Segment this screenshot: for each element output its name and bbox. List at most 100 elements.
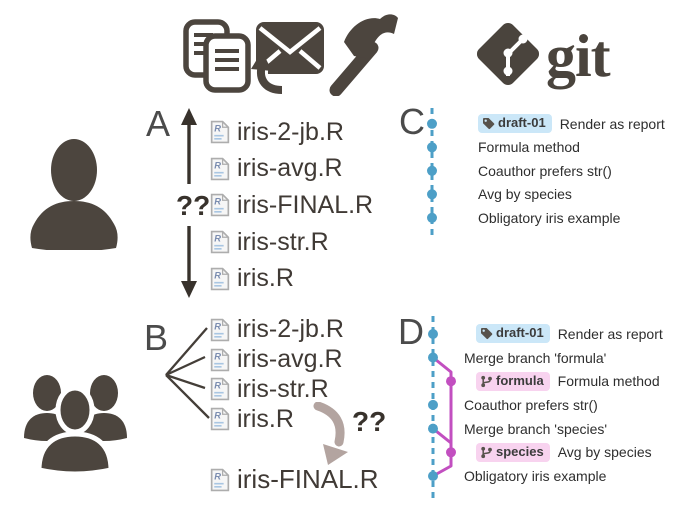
commit-row: draft-01 Render as report [478,112,665,136]
file-item: R iris.R [210,404,344,434]
git-wordmark: git [546,23,611,89]
svg-text:R: R [214,123,221,134]
question-marks-a: ?? [176,190,211,221]
commit-row: draft-01 Render as report [464,322,663,346]
commit-row: Coauthor prefers str() [478,159,665,183]
commit-row: Obligatory iris example [464,464,663,488]
svg-text:R: R [214,159,221,170]
commit-message: Formula method [478,139,580,156]
mail-reply-icon [251,22,324,94]
commit-message: Merge branch 'species' [464,420,608,437]
commit-dot [428,423,438,434]
commit-row: Avg by species [478,183,665,207]
tag-badge: draft-01 [478,114,552,134]
r-script-icon: R [210,194,230,217]
file-item: R iris-str.R [210,224,373,261]
r-script-icon: R [210,408,230,431]
commit-message: Render as report [559,115,665,132]
svg-text:R: R [214,196,221,207]
branch-icon [481,446,492,458]
copy-documents-icon [183,19,251,93]
commit-graph-c [427,108,437,236]
commit-dot [428,329,438,339]
file-name: iris-2-jb.R [237,117,344,146]
commit-message: Coauthor prefers str() [478,162,612,179]
r-script-icon: R [210,348,230,371]
commit-row: species Avg by species [464,440,663,464]
commit-dot [427,165,437,176]
branch-icon [481,375,492,387]
commit-dot [427,189,437,200]
git-logo [474,20,542,93]
final-arrow-icon [313,402,348,465]
commit-row: Merge branch 'species' [464,417,663,441]
tag-label: draft-01 [498,115,546,131]
file-item: R iris-FINAL.R [210,187,373,224]
file-name: iris-avg.R [237,345,343,374]
panel-a-label: A [146,103,171,144]
file-item: R iris-str.R [210,375,344,405]
final-file-item: R iris-FINAL.R [210,464,379,495]
svg-text:R: R [214,410,221,421]
svg-text:R: R [214,470,221,481]
r-script-icon: R [210,468,230,491]
commit-dot [428,471,438,481]
tag-label: draft-01 [496,325,544,341]
r-script-icon: R [210,230,230,254]
hammer-icon [329,14,398,96]
file-name: iris-FINAL.R [237,464,379,494]
team-icon [24,375,127,476]
commit-list-d: draft-01 Render as report Merge branch '… [464,322,663,488]
svg-text:R: R [214,380,221,391]
svg-text:R: R [214,350,221,361]
commit-dot [428,352,438,363]
svg-text:R: R [214,233,221,244]
file-name: iris.R [237,264,294,293]
file-item: R iris.R [210,260,373,297]
file-name: iris-2-jb.R [237,315,344,344]
branch-commit-dot [446,447,456,458]
commit-message: Avg by species [478,186,572,203]
file-item: R iris-avg.R [210,151,373,188]
commit-dot [427,212,437,223]
r-script-icon: R [210,378,230,401]
file-name: iris-str.R [237,227,329,256]
tag-icon [481,328,493,340]
branch-label: species [496,443,544,459]
commit-message: Coauthor prefers str() [464,396,598,413]
panel-d-label: D [398,311,424,352]
commit-message: Obligatory iris example [464,467,607,484]
branch-badge-species: species [476,442,550,462]
commit-row: Merge branch 'formula' [464,346,663,370]
updown-arrow-icon [181,108,197,298]
file-name: iris-str.R [237,374,329,403]
fork-lines-icon [165,327,210,419]
svg-text:R: R [214,320,221,331]
panel-c-label: C [399,101,425,142]
file-list-a: R iris-2-jb.R R iris-avg.R R iris-FINAL.… [210,114,373,297]
file-item: R iris-2-jb.R [210,315,344,345]
branch-commit-dot [446,376,456,387]
commit-message: Obligatory iris example [478,209,621,226]
tag-icon [483,118,495,130]
commit-message: Avg by species [557,444,652,461]
git-logomark-icon [476,22,540,86]
commit-graph-d [428,316,456,502]
commit-row: Formula method [478,136,665,160]
file-name: iris.R [237,404,294,433]
r-script-icon: R [210,121,230,144]
r-script-icon: R [210,267,230,290]
commit-message: Render as report [557,325,663,342]
commit-list-c: draft-01 Render as report Formula method… [478,112,665,230]
commit-message: Formula method [557,373,660,390]
commit-dot [428,399,438,410]
commit-message: Merge branch 'formula' [464,349,607,366]
commit-dot [427,118,437,129]
r-script-icon: R [210,318,230,342]
commit-row: formula Formula method [464,369,663,393]
commit-row: Coauthor prefers str() [464,393,663,417]
question-marks-b: ?? [352,406,387,437]
file-item: R iris-avg.R [210,345,344,375]
commit-row: Obligatory iris example [478,206,665,230]
